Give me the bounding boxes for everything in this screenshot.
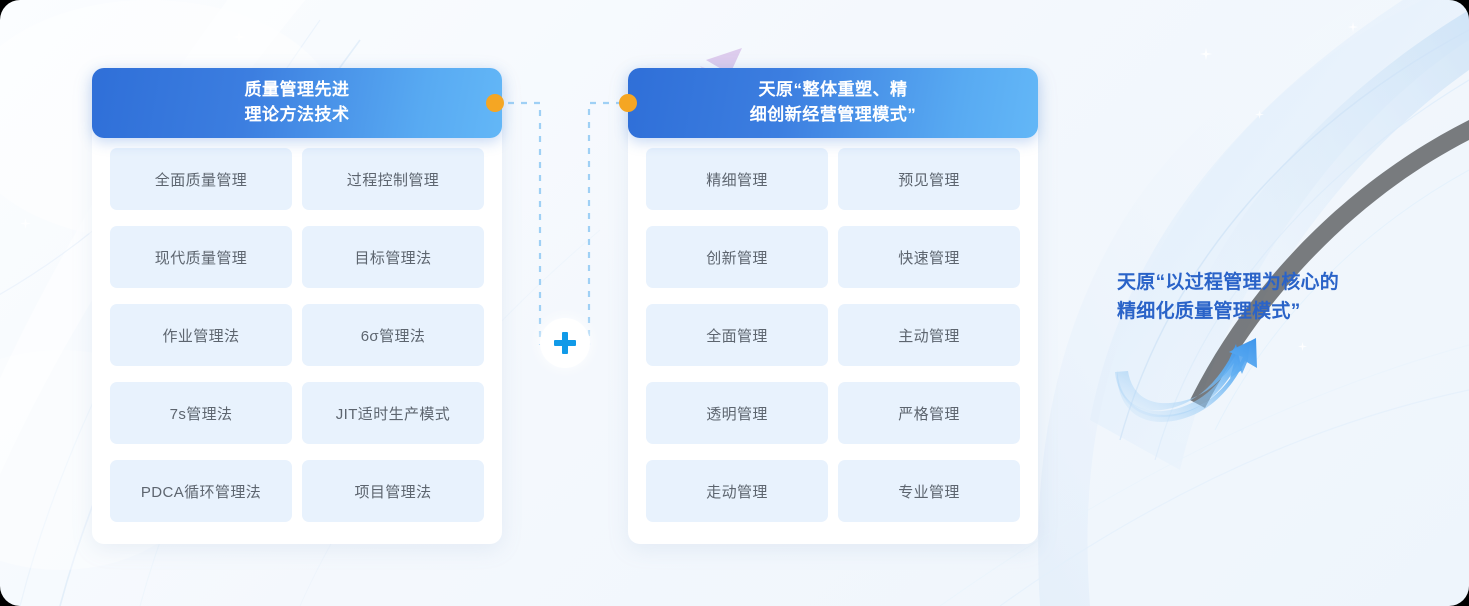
panel-right-header: 天原“整体重塑、精 细创新经营管理模式” (628, 68, 1038, 138)
sparkle-icon (20, 218, 31, 229)
sparkle-icon (1200, 48, 1212, 60)
grid-cell[interactable]: 项目管理法 (302, 460, 484, 522)
grid-cell[interactable]: 预见管理 (838, 148, 1020, 210)
grid-cell[interactable]: 严格管理 (838, 382, 1020, 444)
panel-left-grid: 全面质量管理 过程控制管理 现代质量管理 目标管理法 作业管理法 6σ管理法 7… (92, 138, 502, 544)
sparkle-icon (232, 30, 246, 44)
grid-cell[interactable]: 创新管理 (646, 226, 828, 288)
panel-quality-theory: 质量管理先进 理论方法技术 全面质量管理 过程控制管理 现代质量管理 目标管理法… (92, 68, 502, 544)
grid-cell[interactable]: 全面质量管理 (110, 148, 292, 210)
grid-cell[interactable]: 7s管理法 (110, 382, 292, 444)
grid-cell[interactable]: 目标管理法 (302, 226, 484, 288)
orange-dot-icon (619, 94, 637, 112)
grid-cell[interactable]: 作业管理法 (110, 304, 292, 366)
plus-vertical-bar (562, 332, 568, 354)
grid-cell[interactable]: 现代质量管理 (110, 226, 292, 288)
grid-cell[interactable]: 快速管理 (838, 226, 1020, 288)
panel-right-grid: 精细管理 预见管理 创新管理 快速管理 全面管理 主动管理 透明管理 严格管理 … (628, 138, 1038, 544)
result-annotation-text: 天原“以过程管理为核心的 精细化质量管理模式” (1117, 272, 1340, 323)
grid-cell[interactable]: 全面管理 (646, 304, 828, 366)
grid-cell[interactable]: 透明管理 (646, 382, 828, 444)
plus-icon (540, 318, 590, 368)
panel-right-header-text: 天原“整体重塑、精 细创新经营管理模式” (749, 80, 917, 124)
curved-arrow-icon (1115, 338, 1257, 422)
grid-cell[interactable]: 主动管理 (838, 304, 1020, 366)
orange-dot-icon (486, 94, 504, 112)
sparkle-icon (1298, 342, 1307, 351)
grid-cell[interactable]: 专业管理 (838, 460, 1020, 522)
panel-tianyuan-model: 天原“整体重塑、精 细创新经营管理模式” 精细管理 预见管理 创新管理 快速管理… (628, 68, 1038, 544)
sparkle-icon (1255, 110, 1264, 119)
panel-left-header-text: 质量管理先进 理论方法技术 (244, 80, 350, 124)
grid-cell[interactable]: 精细管理 (646, 148, 828, 210)
grid-cell[interactable]: 走动管理 (646, 460, 828, 522)
grid-cell[interactable]: 过程控制管理 (302, 148, 484, 210)
grid-cell[interactable]: JIT适时生产模式 (302, 382, 484, 444)
panel-left-header: 质量管理先进 理论方法技术 (92, 68, 502, 138)
sparkle-icon (1348, 22, 1358, 32)
grid-cell[interactable]: 6σ管理法 (302, 304, 484, 366)
grid-cell[interactable]: PDCA循环管理法 (110, 460, 292, 522)
